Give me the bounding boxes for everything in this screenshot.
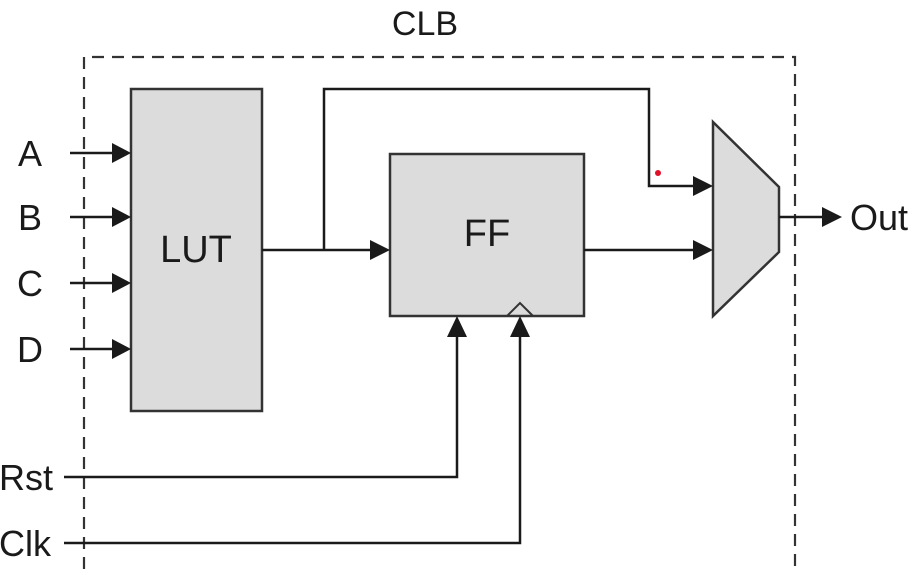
marker-dot: [655, 170, 661, 176]
input-wires: [70, 143, 131, 359]
bypass-wire: [322, 87, 713, 250]
ff-block: [388, 152, 586, 318]
output-wire: [779, 207, 842, 227]
rst-label: Rst: [0, 457, 53, 498]
lut-block: [129, 87, 264, 413]
input-label-d: D: [17, 329, 43, 370]
ff-clock-marker: [506, 301, 534, 317]
lut-label: LUT: [160, 229, 232, 271]
clk-label: Clk: [0, 523, 52, 564]
lut-to-ff-wire: [262, 240, 390, 260]
ff-to-mux-wire: [584, 240, 713, 260]
ff-label: FF: [464, 213, 510, 255]
input-label-b: B: [18, 197, 42, 238]
clb-title: CLB: [392, 5, 458, 43]
mux-block: [711, 119, 781, 319]
rst-wire: [64, 316, 467, 479]
input-label-a: A: [18, 133, 42, 174]
clk-wire: [64, 316, 530, 545]
clb-boundary: [82, 55, 797, 569]
input-label-c: C: [17, 263, 43, 304]
output-label: Out: [850, 197, 908, 238]
